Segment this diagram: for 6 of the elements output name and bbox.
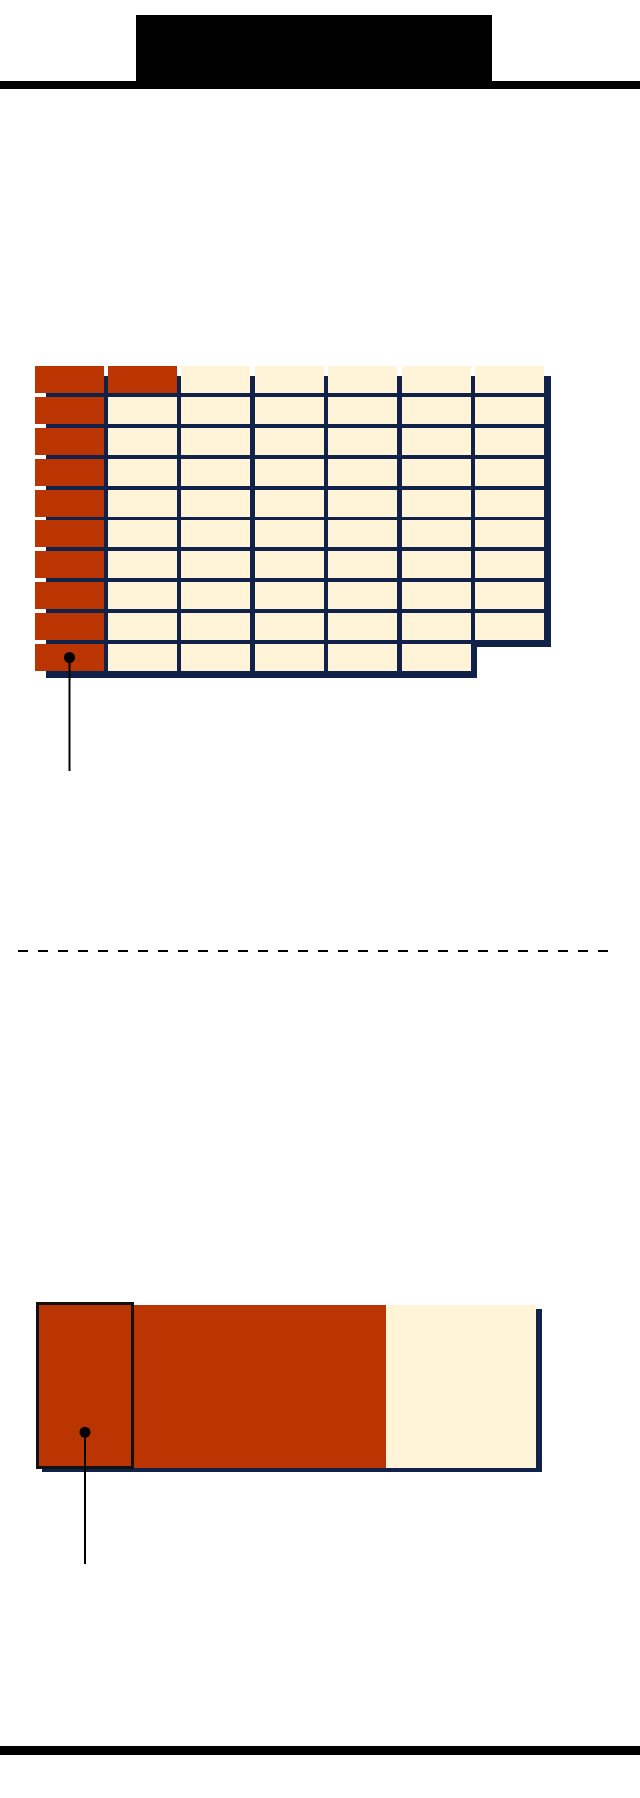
highlighted-cell (35, 644, 104, 671)
leader-line (64, 652, 75, 772)
outlined-segment (36, 1302, 134, 1469)
stacked-bar (36, 1302, 542, 1472)
leader-line (79, 1426, 91, 1565)
table-grid (35, 366, 551, 678)
